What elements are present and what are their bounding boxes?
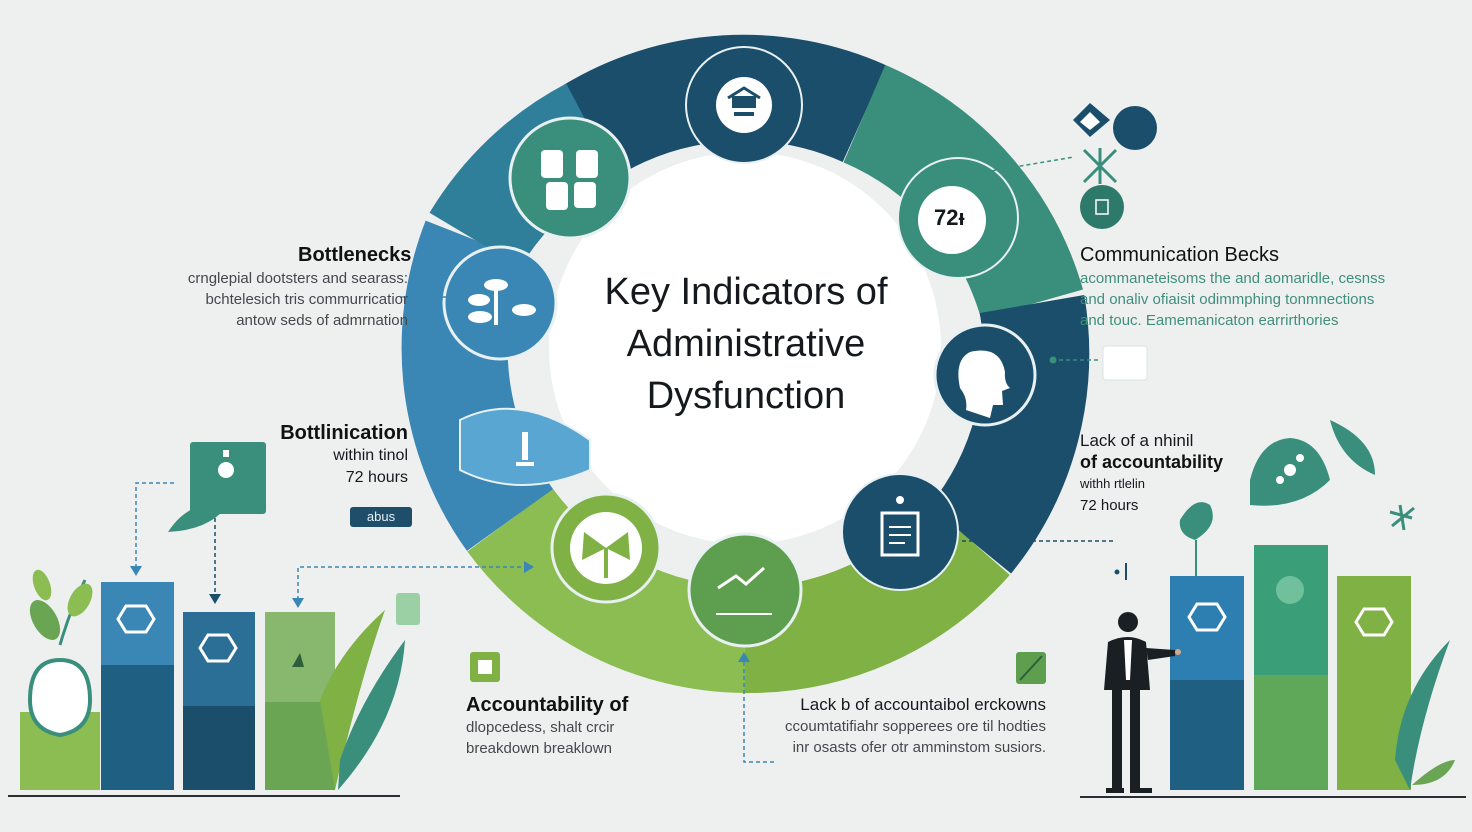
connector-left-bar-1	[135, 482, 174, 570]
ring-badge-text: 72ᵼ	[934, 205, 965, 230]
left-block-2: Bottlinication within tinol 72 hours	[280, 422, 408, 486]
left-bar-chart	[8, 582, 400, 797]
small-document-icon	[396, 593, 420, 625]
arrow-head	[738, 652, 750, 662]
chart-badge-icon	[897, 157, 1019, 279]
ring-segment-bottom	[467, 487, 747, 693]
lighthouse-icon	[459, 407, 591, 486]
bottom-right-block: Lack b of accountaibol erckowns ccoumtat…	[785, 695, 1046, 756]
gear-cluster-icon	[442, 245, 558, 361]
leaf-icon	[1412, 760, 1455, 785]
arrow-head	[209, 594, 221, 604]
connector-dot	[999, 167, 1005, 173]
right-block-body: acommaneteisoms the and aomaridle, cesns…	[1080, 270, 1386, 329]
connector-left-bar-3	[297, 566, 530, 600]
arrow-head	[292, 598, 304, 608]
fan-icon	[550, 492, 662, 604]
trend-arrow-icon	[687, 532, 803, 648]
bottom-left-heading: Accountability of	[466, 694, 629, 716]
stacked-boxes-icon	[508, 116, 632, 240]
leaf-icon	[320, 610, 385, 790]
presentation-board-icon	[685, 46, 803, 164]
left-block-body: crnglepial dootsters and searass: bchtel…	[187, 270, 408, 329]
left-block-heading: Bottlenecks	[298, 244, 412, 266]
title-line-2: Administrative	[626, 323, 866, 365]
center-disc	[549, 152, 941, 544]
right-block-2: Lack of a nhinil of accountability withh…	[1080, 431, 1224, 514]
arrow-head	[524, 561, 534, 573]
bottom-right-heading: Lack b of accountaibol erckowns	[800, 695, 1046, 714]
diagram-title: Key Indicators of Administrative Dysfunc…	[560, 266, 932, 422]
abus-button[interactable]: abus	[350, 507, 412, 527]
bottom-left-block: Accountability of dlopcedess, shalt crci…	[466, 694, 629, 757]
bulb-card-icon	[168, 442, 266, 532]
connector-dot	[1049, 356, 1057, 364]
note-card	[1102, 345, 1148, 381]
title-line-1: Key Indicators of	[604, 271, 888, 313]
laptop-icon	[1073, 103, 1157, 229]
arrow-head	[130, 566, 142, 576]
title-line-3: Dysfunction	[646, 375, 846, 417]
leaf-icon	[1395, 640, 1450, 790]
gear-leaf-icon	[1179, 420, 1415, 576]
person-presenter-icon	[1104, 612, 1181, 793]
connector-bottom	[743, 655, 776, 763]
connector-dot	[1114, 569, 1120, 575]
plant-icon	[27, 569, 93, 738]
left-block-2-heading: Bottlinication	[280, 422, 408, 444]
leaf-icon	[338, 640, 405, 790]
right-block-heading: Communication Becks	[1080, 244, 1279, 266]
document-icon	[841, 473, 959, 591]
head-profile-icon	[933, 323, 1037, 427]
ring-segment-right	[928, 295, 1090, 574]
